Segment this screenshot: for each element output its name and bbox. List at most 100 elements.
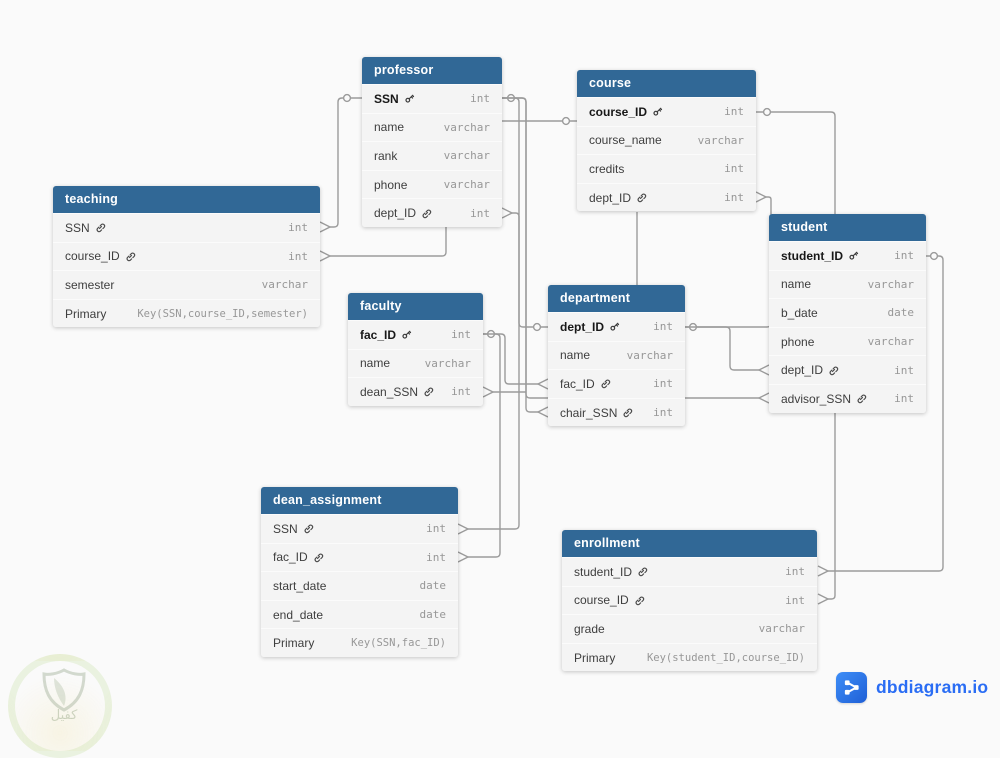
- field-type: int: [653, 320, 673, 334]
- field-type: varchar: [758, 622, 805, 636]
- field-name: advisor_SSN: [781, 391, 852, 406]
- field-type: int: [451, 385, 471, 399]
- field-row-chair_ssn[interactable]: chair_SSN int: [548, 397, 685, 427]
- link-icon: [623, 408, 633, 418]
- table-header[interactable]: student: [769, 214, 926, 241]
- field-type: int: [653, 406, 673, 420]
- table-header[interactable]: enrollment: [562, 530, 817, 557]
- field-row-dept_id[interactable]: dept_ID int: [362, 198, 502, 227]
- field-row-ssn[interactable]: SSN int: [261, 514, 458, 543]
- relationship-connector[interactable]: [502, 97, 549, 418]
- relationship-connector[interactable]: [483, 329, 549, 390]
- field-row-student_id[interactable]: student_ID int: [769, 241, 926, 270]
- field-name: SSN: [374, 91, 399, 106]
- table-header[interactable]: dean_assignment: [261, 487, 458, 514]
- table-header[interactable]: faculty: [348, 293, 483, 320]
- field-row-course_name[interactable]: course_name varchar: [577, 125, 756, 155]
- field-type: int: [470, 206, 490, 220]
- field-name: dept_ID: [560, 319, 605, 334]
- field-name: SSN: [65, 220, 90, 235]
- field-name: student_ID: [574, 564, 633, 579]
- field-row-fac_id[interactable]: fac_ID int: [261, 542, 458, 572]
- field-name: Primary: [574, 650, 616, 665]
- field-type: int: [724, 105, 744, 119]
- field-name: semester: [65, 277, 115, 292]
- field-row-fac_id[interactable]: fac_ID int: [548, 369, 685, 398]
- one-cardinality-marker: [762, 107, 772, 117]
- many-cardinality-marker: [757, 364, 770, 376]
- field-type: varchar: [443, 120, 490, 134]
- field-row-end_date[interactable]: end_date date: [261, 599, 458, 629]
- field-name: credits: [589, 161, 625, 176]
- field-type: date: [419, 608, 447, 622]
- relationship-connector[interactable]: [319, 93, 362, 233]
- field-row-student_id[interactable]: student_ID int: [562, 557, 817, 586]
- many-cardinality-marker: [536, 406, 549, 418]
- field-row-dept_id[interactable]: dept_ID int: [769, 355, 926, 384]
- link-icon: [857, 394, 867, 404]
- field-row-dept_id[interactable]: dept_ID int: [577, 182, 756, 212]
- field-type: int: [288, 249, 308, 263]
- field-type: int: [724, 162, 744, 176]
- relationship-connector[interactable]: [482, 386, 526, 398]
- field-type: int: [426, 522, 446, 536]
- field-row-dean_ssn[interactable]: dean_SSN int: [348, 377, 483, 406]
- table-header[interactable]: professor: [362, 57, 502, 84]
- field-name: course_name: [589, 133, 662, 148]
- share-icon: [844, 680, 859, 695]
- one-cardinality-marker: [561, 116, 571, 126]
- field-row-advisor_ssn[interactable]: advisor_SSN int: [769, 383, 926, 413]
- field-row-dept_id[interactable]: dept_ID int: [548, 312, 685, 341]
- table-header[interactable]: department: [548, 285, 685, 312]
- relationship-connector[interactable]: [457, 333, 501, 563]
- field-type: Key(SSN,fac_ID): [351, 637, 446, 650]
- table-header[interactable]: course: [577, 70, 756, 97]
- relationship-connector[interactable]: [685, 191, 772, 332]
- field-row-course_id[interactable]: course_ID int: [53, 241, 320, 271]
- field-name: course_ID: [589, 104, 648, 119]
- relationship-connector[interactable]: [501, 207, 548, 332]
- field-type: varchar: [424, 356, 471, 370]
- relationship-connector[interactable]: [502, 97, 770, 404]
- field-row-credits[interactable]: credits int: [577, 154, 756, 183]
- field-row-fac_id[interactable]: fac_ID int: [348, 320, 483, 349]
- field-row-course_id[interactable]: course_ID int: [562, 585, 817, 615]
- field-row-course_id[interactable]: course_ID int: [577, 97, 756, 126]
- table-header[interactable]: teaching: [53, 186, 320, 213]
- link-icon: [304, 524, 313, 534]
- field-row-ssn[interactable]: SSN int: [362, 84, 502, 113]
- field-row-ssn[interactable]: SSN int: [53, 213, 320, 242]
- key-icon: [610, 322, 620, 331]
- field-type: int: [470, 92, 490, 106]
- field-type: int: [894, 363, 914, 377]
- relationship-connector[interactable]: [817, 251, 944, 577]
- dbdiagram-logo[interactable]: dbdiagram.io: [836, 672, 988, 703]
- field-name: end_date: [273, 607, 324, 622]
- field-type: int: [894, 249, 914, 263]
- watermark-text: كفيل: [50, 708, 78, 723]
- field-type: varchar: [697, 133, 744, 147]
- relationship-connector[interactable]: [685, 326, 770, 376]
